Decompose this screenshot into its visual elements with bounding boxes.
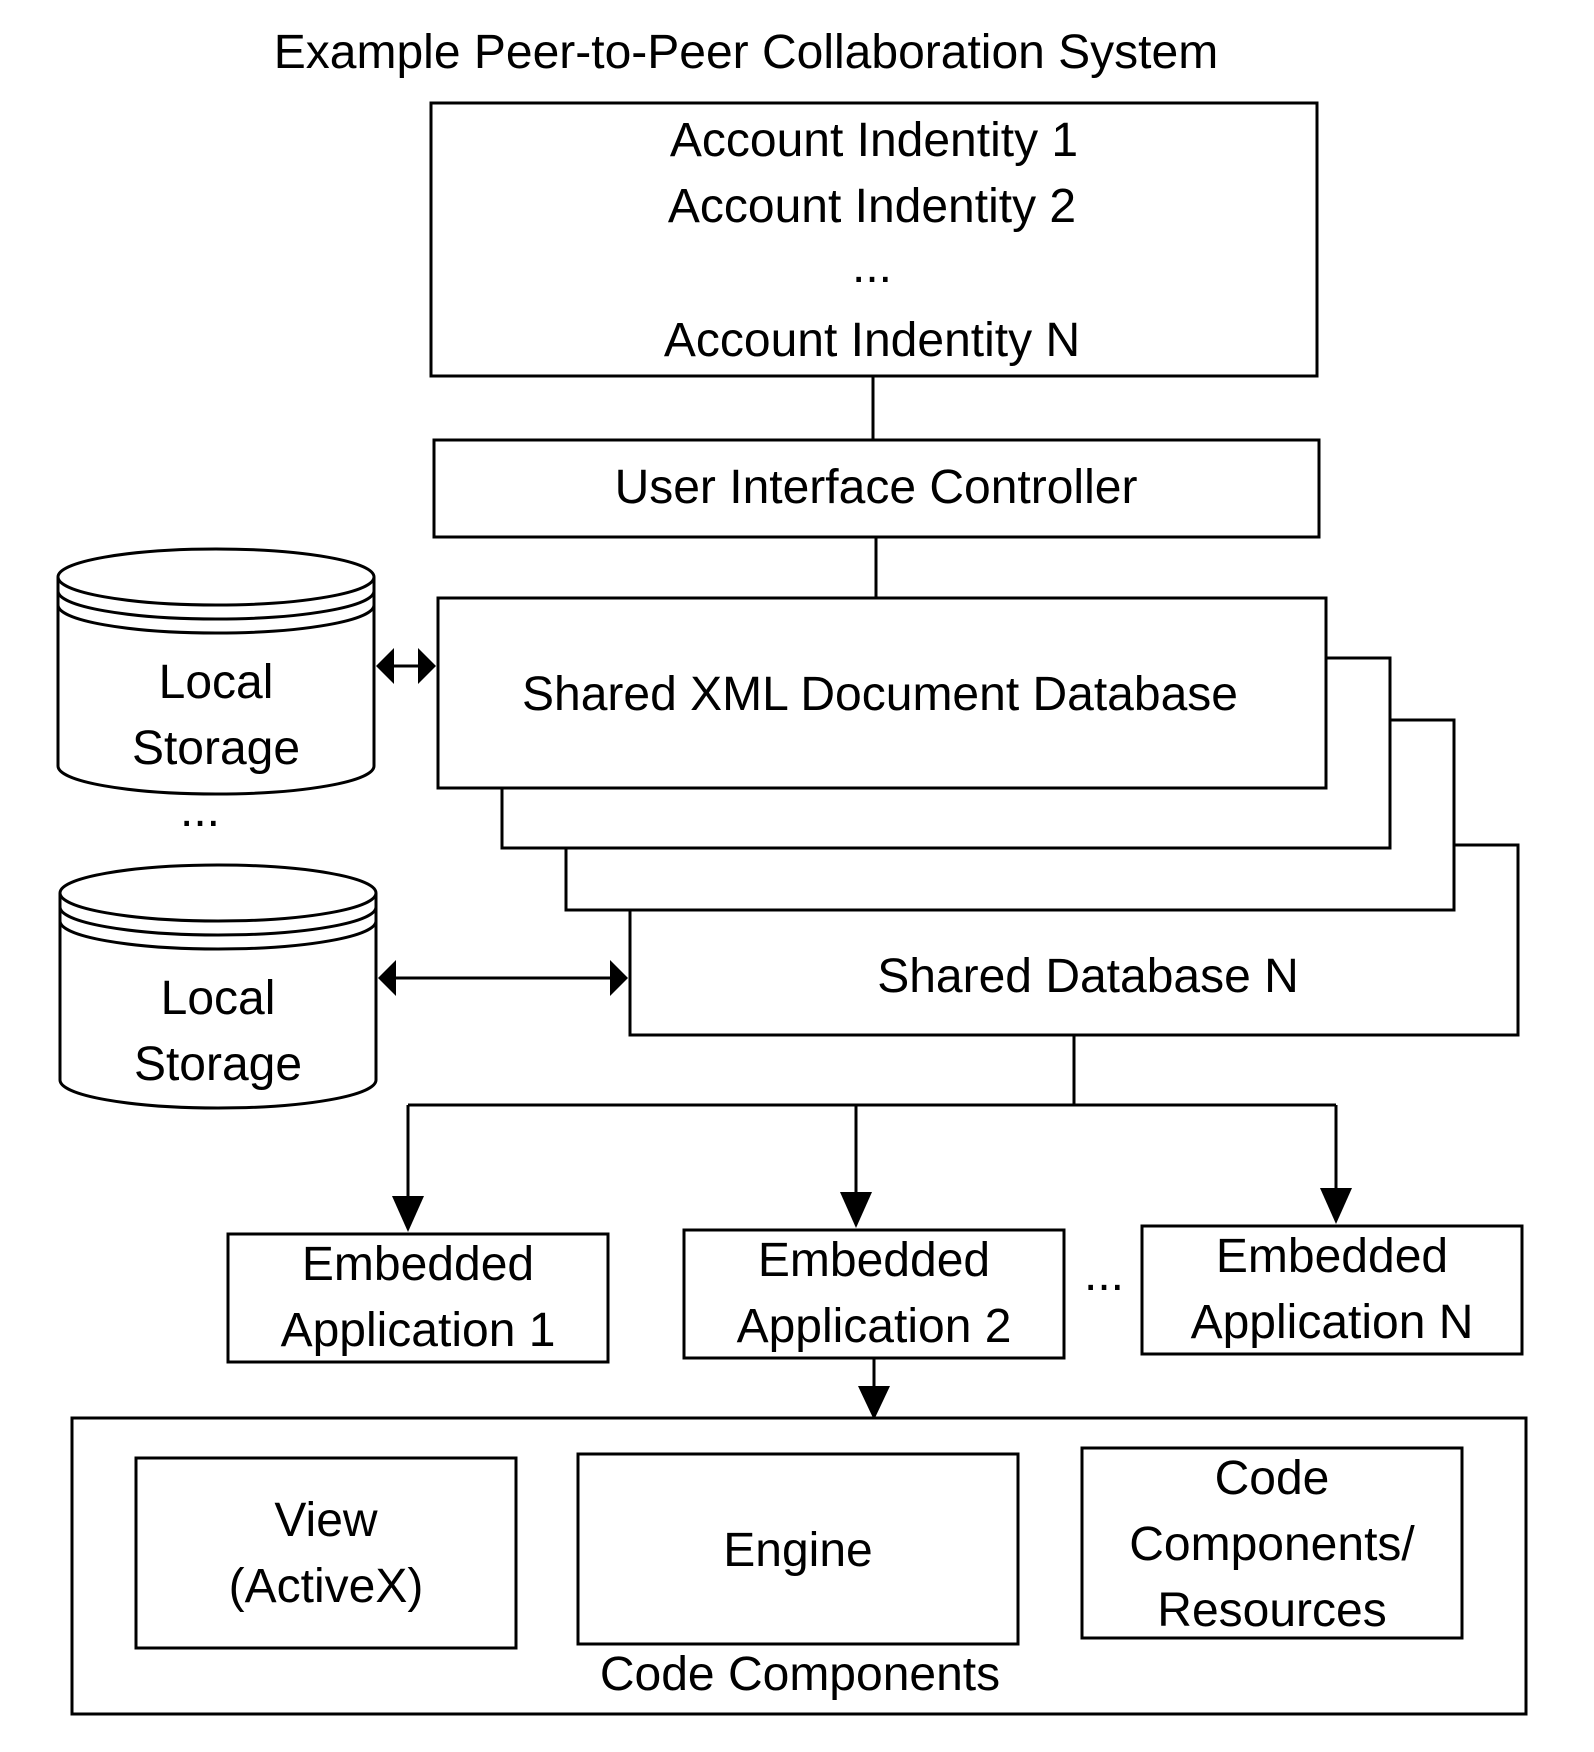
local-storage-1-line1: Local — [159, 656, 274, 709]
embedded-app-n: Embedded Application N — [1142, 1226, 1522, 1354]
resources-box: Code Components/ Resources — [1082, 1448, 1462, 1638]
engine-label: Engine — [723, 1524, 872, 1577]
local-storage-2: Local Storage — [60, 865, 376, 1108]
diagram-title: Example Peer-to-Peer Collaboration Syste… — [274, 26, 1218, 79]
apps-ellipsis: ... — [1084, 1248, 1124, 1301]
view-box: View (ActiveX) — [136, 1458, 516, 1648]
embedded-app-1: Embedded Application 1 — [228, 1234, 608, 1362]
account-identity-2: Account Indentity 2 — [668, 180, 1076, 233]
local-storage-2-line1: Local — [161, 972, 276, 1025]
code-components-label: Code Components — [600, 1648, 1000, 1701]
engine-box: Engine — [578, 1454, 1018, 1644]
account-identity-n: Account Indentity N — [664, 314, 1080, 367]
shared-db-n-label: Shared Database N — [877, 950, 1299, 1003]
resources-line1: Code — [1215, 1452, 1330, 1505]
local-storage-1-line2: Storage — [132, 722, 300, 775]
view-line1: View — [274, 1494, 378, 1547]
embedded-app-n-line1: Embedded — [1216, 1230, 1448, 1283]
storage-ellipsis: ... — [180, 784, 220, 837]
embedded-app-2-line2: Application 2 — [737, 1300, 1012, 1353]
account-identity-1: Account Indentity 1 — [670, 114, 1078, 167]
embedded-app-2-line1: Embedded — [758, 1234, 990, 1287]
embedded-app-n-line2: Application N — [1191, 1296, 1474, 1349]
resources-line2: Components/ — [1129, 1518, 1415, 1571]
embedded-app-2: Embedded Application 2 — [684, 1230, 1064, 1358]
account-identities-box: Account Indentity 1 Account Indentity 2 … — [431, 103, 1317, 376]
shared-xml-db-label: Shared XML Document Database — [522, 668, 1238, 721]
account-ellipsis: ... — [852, 240, 892, 293]
local-storage-1: Local Storage — [58, 549, 374, 794]
double-arrow-storage2-dbn — [378, 960, 628, 996]
embedded-app-1-line2: Application 1 — [281, 1304, 556, 1357]
arrow-app2-to-code — [858, 1358, 890, 1420]
local-storage-2-line2: Storage — [134, 1038, 302, 1091]
resources-line3: Resources — [1157, 1584, 1386, 1637]
embedded-app-1-line1: Embedded — [302, 1238, 534, 1291]
view-line2: (ActiveX) — [229, 1560, 424, 1613]
connector-db-to-apps — [392, 1035, 1352, 1232]
ui-controller-label: User Interface Controller — [615, 461, 1138, 514]
ui-controller-box: User Interface Controller — [434, 440, 1319, 537]
double-arrow-storage1-xmldb — [376, 648, 436, 684]
